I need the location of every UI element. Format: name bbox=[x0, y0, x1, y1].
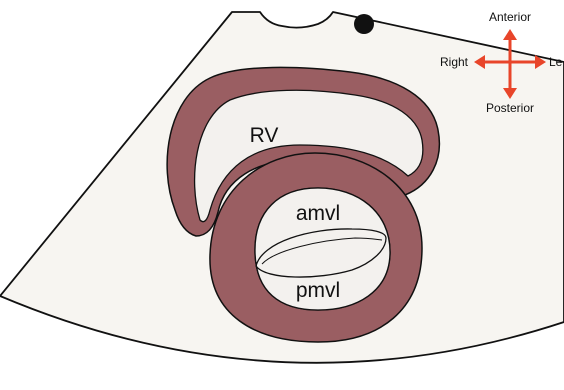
orientation-marker-dot bbox=[354, 14, 374, 34]
compass-label-left: Le bbox=[549, 55, 563, 69]
compass-arrowhead-up bbox=[503, 29, 517, 40]
label-pmvl: pmvl bbox=[296, 279, 340, 302]
compass-label-right: Right bbox=[440, 55, 469, 69]
label-amvl: amvl bbox=[296, 202, 340, 225]
label-rv: RV bbox=[250, 124, 279, 147]
left-ventricle bbox=[210, 153, 422, 342]
compass-label-posterior: Posterior bbox=[486, 101, 534, 115]
compass-label-anterior: Anterior bbox=[489, 10, 531, 24]
